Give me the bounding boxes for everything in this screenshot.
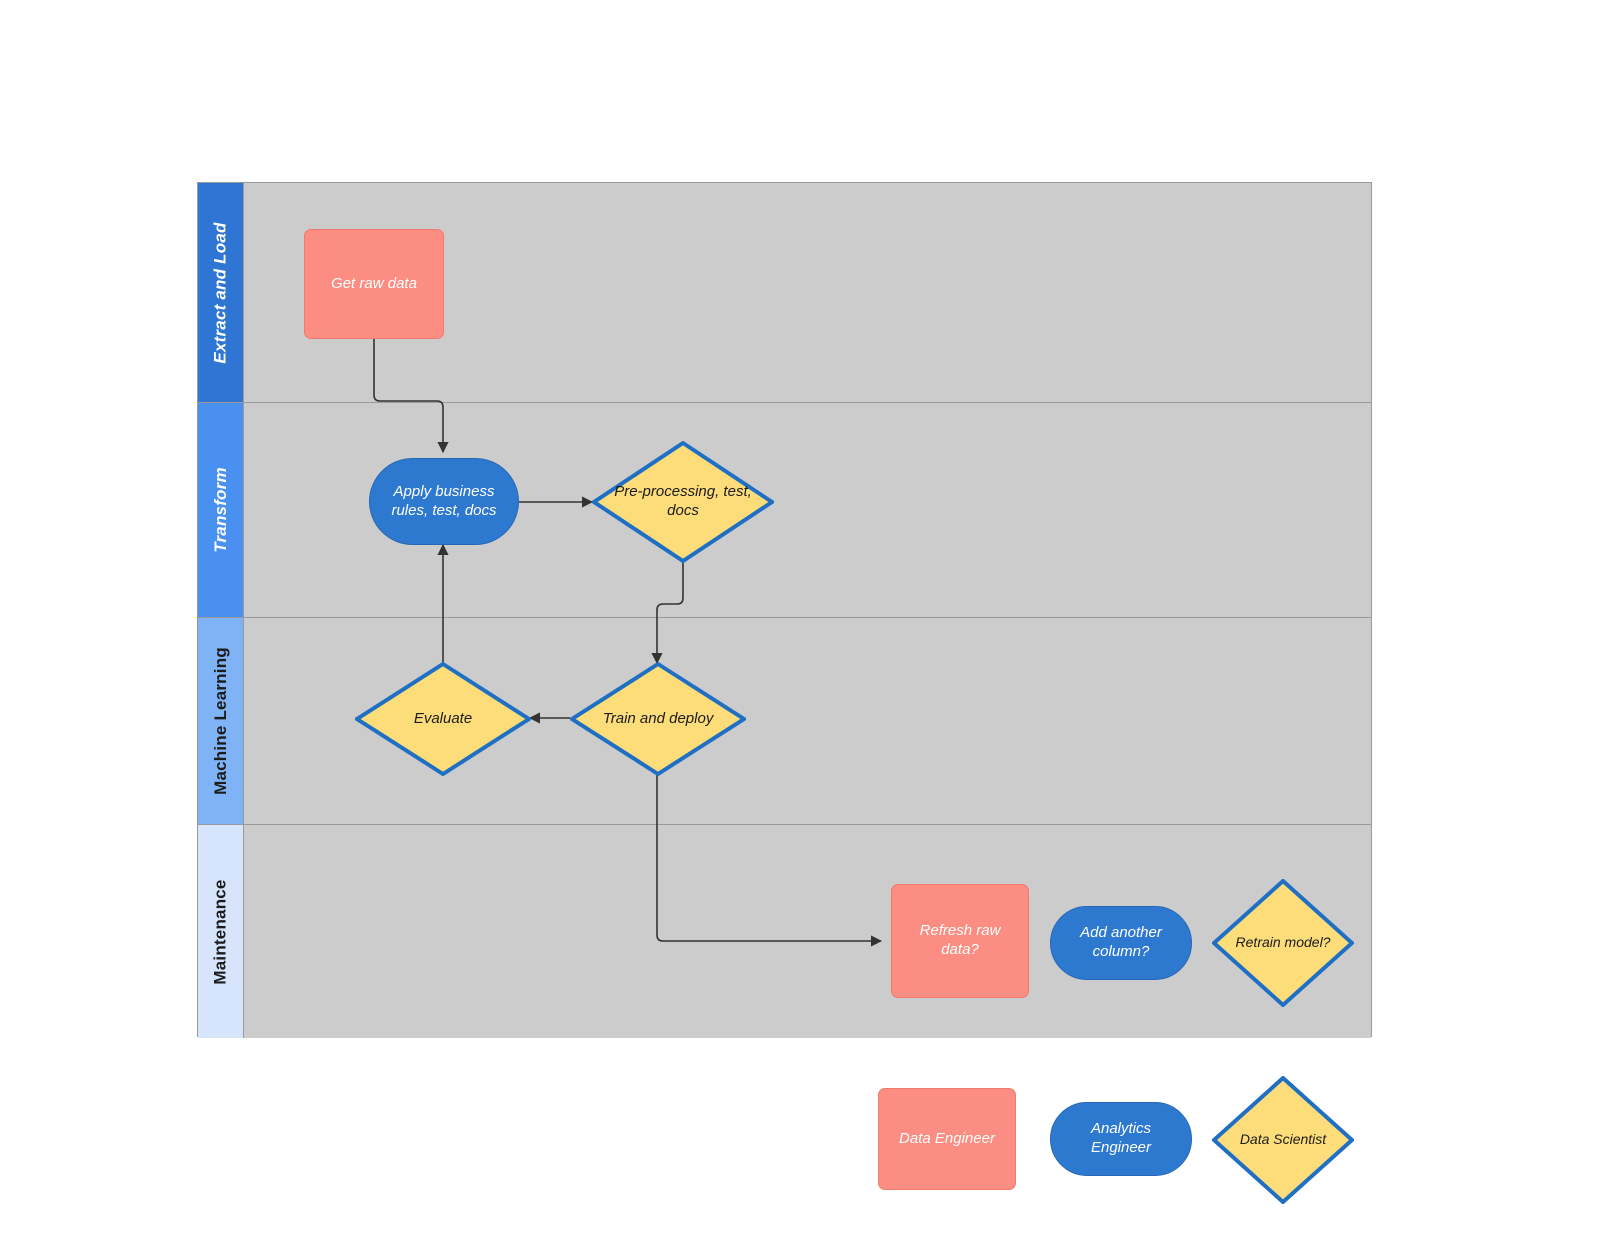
lane-title-transform: Transform xyxy=(210,467,230,553)
legend-item-analytics-engineer: Analytics Engineer xyxy=(1050,1102,1192,1176)
node-label-evaluate: Evaluate xyxy=(413,709,473,727)
node-label-train-and-deploy: Train and deploy xyxy=(602,709,714,727)
node-apply-business-rules[interactable]: Apply business rules, test, docs xyxy=(369,458,519,545)
node-train-and-deploy[interactable]: Train and deploy xyxy=(570,662,746,776)
node-label-retrain-model: Retrain model? xyxy=(1235,934,1331,951)
lane-header-extract-and-load: Extract and Load xyxy=(198,183,244,402)
lane-maintenance: Maintenance xyxy=(198,825,1371,1038)
lane-header-maintenance: Maintenance xyxy=(198,825,244,1038)
node-label-add-another-column: Add another column? xyxy=(1080,924,1162,960)
legend: Data Engineer Analytics Engineer Data Sc… xyxy=(878,1076,1378,1204)
node-get-raw-data[interactable]: Get raw data xyxy=(304,229,444,339)
node-evaluate[interactable]: Evaluate xyxy=(355,662,531,776)
diamond-shape-retrain-model xyxy=(1212,879,1354,1007)
node-label-apply-business-rules: Apply business rules, test, docs xyxy=(391,482,497,519)
legend-label-data-engineer: Data Engineer xyxy=(899,1129,995,1147)
lane-title-maintenance: Maintenance xyxy=(210,878,230,985)
node-label-get-raw-data: Get raw data xyxy=(331,274,417,292)
lane-body-maintenance xyxy=(244,825,1371,1038)
node-label-refresh-raw-data: Refresh raw data? xyxy=(919,922,1001,958)
legend-label-data-scientist: Data Scientist xyxy=(1239,1131,1327,1148)
node-label-pre-processing: Pre-processing, test, docs xyxy=(614,483,752,519)
legend-item-data-engineer: Data Engineer xyxy=(878,1088,1016,1190)
node-refresh-raw-data[interactable]: Refresh raw data? xyxy=(891,884,1029,998)
diamond-shape-data-scientist xyxy=(1212,1076,1354,1204)
lane-title-extract-and-load: Extract and Load xyxy=(210,221,230,364)
lane-header-machine-learning: Machine Learning xyxy=(198,618,244,824)
diamond-shape-pre-processing xyxy=(592,441,774,563)
diamond-shape-evaluate xyxy=(355,662,531,776)
legend-label-analytics-engineer: Analytics Engineer xyxy=(1090,1120,1152,1156)
node-pre-processing[interactable]: Pre-processing, test, docs xyxy=(592,441,774,563)
legend-item-data-scientist: Data Scientist xyxy=(1212,1076,1354,1204)
node-retrain-model[interactable]: Retrain model? xyxy=(1212,879,1354,1007)
lane-header-transform: Transform xyxy=(198,403,244,617)
lane-title-machine-learning: Machine Learning xyxy=(210,647,230,795)
diamond-shape-train-and-deploy xyxy=(570,662,746,776)
node-add-another-column[interactable]: Add another column? xyxy=(1050,906,1192,980)
